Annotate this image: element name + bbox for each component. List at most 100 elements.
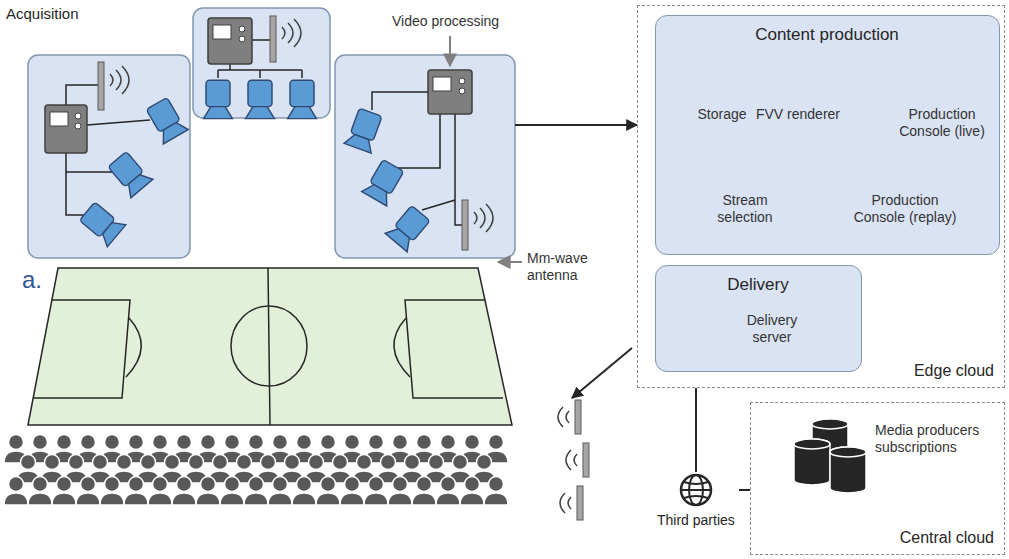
spectator-crowd <box>369 435 384 450</box>
camera-group <box>288 80 317 118</box>
edge-cloud-box: Edge cloudContent productionDelivery <box>637 5 1005 388</box>
mm-wave-antenna <box>98 16 493 250</box>
media-storage-icon <box>794 439 830 485</box>
spectator-crowd <box>441 477 456 492</box>
spectator-crowd <box>129 435 144 450</box>
text-label: a. <box>22 266 62 295</box>
spectator-crowd <box>285 455 300 470</box>
text-label: Mm-wave antenna <box>527 250 607 284</box>
spectator-crowd <box>220 493 244 505</box>
spectator-crowd <box>261 455 276 470</box>
spectator-crowd <box>465 477 480 492</box>
camera-group <box>78 80 432 252</box>
spectator-crowd <box>201 435 216 450</box>
acquisition-box <box>28 8 515 258</box>
node-heading: Central cloud <box>900 528 994 547</box>
camera-group <box>144 96 188 144</box>
globe-icon <box>681 482 711 498</box>
text-label: Video processing <box>392 13 512 30</box>
spectator-crowd <box>33 477 48 492</box>
football-pitch <box>28 268 512 425</box>
spectator-crowd <box>4 435 508 506</box>
spectator-crowd <box>244 493 268 505</box>
media-storage-icon <box>794 439 830 449</box>
spectator-crowd <box>225 477 240 492</box>
stadium-antenna <box>583 443 589 477</box>
camera-wire <box>66 85 98 105</box>
spectator-crowd <box>340 493 364 505</box>
spectator-crowd <box>148 493 172 505</box>
spectator-crowd <box>81 477 96 492</box>
mm-wave-antenna <box>462 200 468 250</box>
video-processing-unit <box>75 123 81 129</box>
spectator-crowd <box>196 493 220 505</box>
spectator-crowd <box>105 477 120 492</box>
video-processing-unit <box>213 25 231 39</box>
spectator-crowd <box>69 455 84 470</box>
spectator-crowd <box>297 435 312 450</box>
spectator-crowd <box>57 477 72 492</box>
video-processing-unit <box>459 78 465 84</box>
mm-wave-antenna <box>110 66 129 94</box>
mm-wave-antenna <box>282 19 301 47</box>
video-processing-unit <box>433 77 451 91</box>
stadium-antenna <box>566 450 577 470</box>
camera-group <box>106 150 153 198</box>
spectator-crowd <box>33 435 48 450</box>
spectator-crowd <box>309 455 324 470</box>
spectator-crowd <box>364 493 388 505</box>
spectator-crowd <box>189 455 204 470</box>
leader-arrow <box>450 36 522 262</box>
connector <box>695 388 697 472</box>
media-storage-icon <box>830 447 866 493</box>
node-heading: Third parties <box>657 512 735 529</box>
spectator-crowd <box>141 455 156 470</box>
spectator-crowd <box>484 493 508 505</box>
camera-wire <box>66 40 462 225</box>
globe-icon <box>678 472 714 508</box>
spectator-crowd <box>357 455 372 470</box>
mm-wave-antenna <box>474 204 493 232</box>
acquisition-box <box>193 8 330 118</box>
spectator-crowd <box>453 455 468 470</box>
spectator-crowd <box>393 477 408 492</box>
spectator-crowd <box>381 455 396 470</box>
spectator-crowd <box>345 435 360 450</box>
text-label: Production Console (live) <box>886 106 998 140</box>
spectator-crowd <box>273 435 288 450</box>
spectator-crowd <box>477 455 492 470</box>
connector <box>515 124 637 126</box>
spectator-crowd <box>28 493 52 505</box>
camera-group <box>246 80 275 118</box>
spectator-crowd <box>4 493 28 505</box>
stadium-antenna <box>560 493 571 513</box>
acquisition-box <box>28 55 190 258</box>
spectator-crowd <box>388 493 412 505</box>
stadium-antenna <box>558 407 569 427</box>
globe-icon <box>681 475 711 505</box>
video-processing-unit <box>459 88 465 94</box>
text-label: Stream selection <box>705 192 785 226</box>
camera-group <box>385 204 432 252</box>
media-storage-icon <box>830 447 866 457</box>
spectator-crowd <box>273 477 288 492</box>
spectator-crowd <box>9 435 24 450</box>
spectator-crowd <box>441 435 456 450</box>
spectator-crowd <box>297 477 312 492</box>
football-pitch <box>33 300 130 398</box>
node-heading: Acquisition <box>6 5 79 23</box>
spectator-crowd <box>369 477 384 492</box>
third-parties-globe: Third parties <box>653 472 739 531</box>
spectator-crowd <box>172 493 196 505</box>
video-processing-unit <box>208 18 252 64</box>
spectator-crowd <box>316 493 340 505</box>
camera-group <box>204 80 233 118</box>
spectator-crowd <box>412 493 436 505</box>
stadium-antenna <box>577 486 583 520</box>
spectator-crowd <box>489 477 504 492</box>
text-label: Media producers subscriptions <box>875 422 1000 456</box>
spectator-crowd <box>81 435 96 450</box>
video-processing-unit <box>45 105 87 153</box>
spectator-crowd <box>165 455 180 470</box>
spectator-crowd <box>393 435 408 450</box>
